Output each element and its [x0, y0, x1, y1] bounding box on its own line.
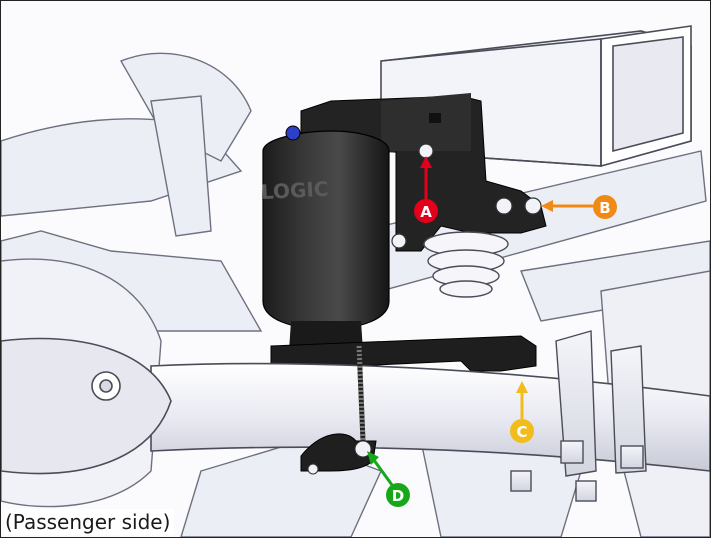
bump-stop [423, 231, 509, 298]
threaded-rod [356, 345, 366, 442]
air-spring-bag: LOGIC [260, 125, 390, 351]
callout-c-label: C [516, 423, 527, 441]
callout-c: C [510, 381, 534, 443]
air-fitting-icon [285, 125, 301, 141]
u-bolt-hardware [510, 330, 647, 502]
brand-mark-text: LOGIC [260, 177, 329, 205]
callout-a-label: A [420, 203, 432, 221]
callout-b: B [541, 195, 617, 219]
bracket-bolts [391, 143, 542, 249]
callout-a: A [414, 156, 438, 223]
callout-d: D [367, 451, 410, 507]
caption-label: (Passenger side) [4, 509, 175, 535]
callout-d-label: D [392, 487, 404, 505]
callout-b-label: B [599, 199, 610, 217]
axle-clamp [300, 433, 377, 475]
